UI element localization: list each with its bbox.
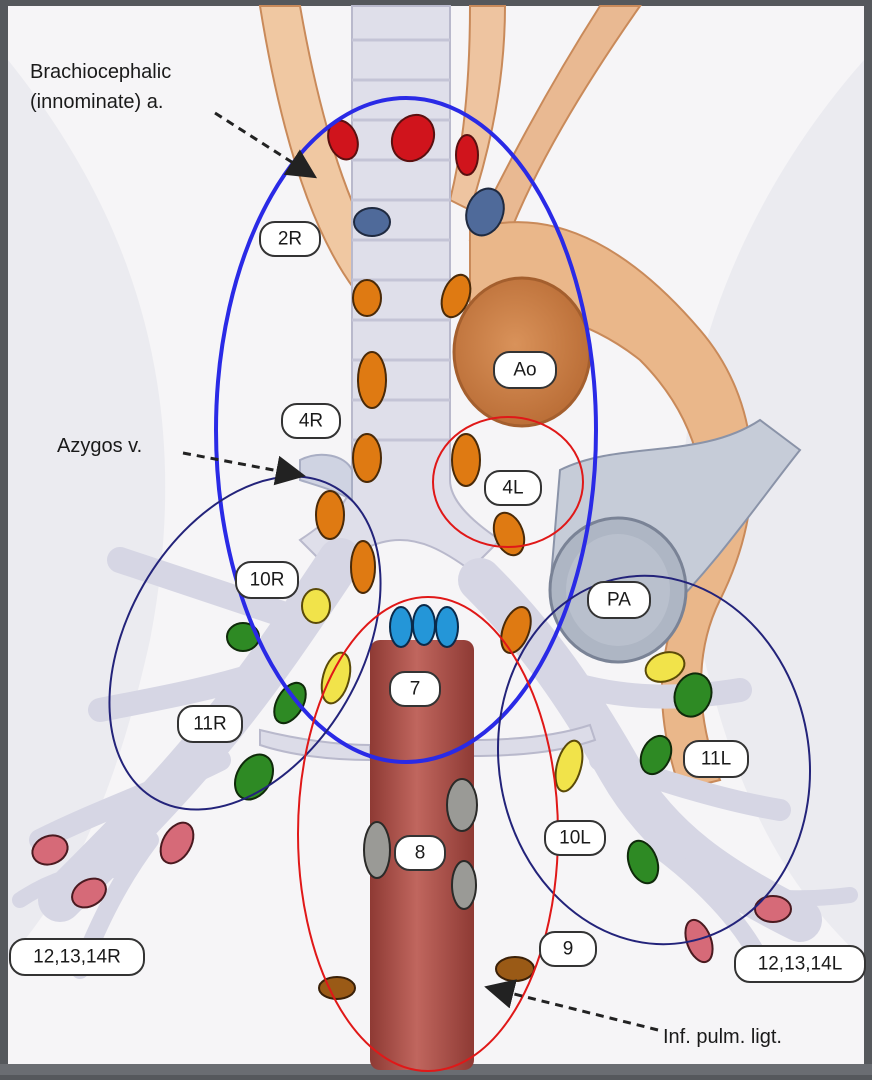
station-7-label: 7 (410, 679, 421, 700)
station-10L-label-group: 10L (545, 821, 605, 855)
station-4L-label-group: 4L (485, 471, 541, 505)
station-10R-label: 10R (250, 570, 285, 591)
station-4L-label: 4L (502, 478, 523, 499)
brachiocephalic-label-line2: (innominate) a. (30, 91, 163, 113)
station-12-14R-label-group: 12,13,14R (10, 939, 144, 975)
station-9-label-group: 9 (540, 932, 596, 966)
lymph-node (354, 208, 390, 236)
station-9-label: 9 (563, 939, 574, 960)
azygos-label: Azygos v. (57, 435, 142, 457)
station-8-label-group: 8 (395, 836, 445, 870)
pulmonary-artery-label: PA (607, 590, 631, 611)
lymph-node (351, 541, 375, 593)
station-8-label: 8 (415, 843, 426, 864)
station-10L-label: 10L (559, 828, 591, 849)
lymph-node (496, 957, 534, 981)
lymph-node (447, 779, 477, 831)
inf-pulm-ligt-label: Inf. pulm. ligt. (663, 1026, 782, 1048)
aorta-label-group: Ao (494, 352, 556, 388)
lymph-node (319, 977, 355, 999)
lymph-node (353, 434, 381, 482)
station-7-label-group: 7 (390, 672, 440, 706)
station-11R-label-group: 11R (178, 706, 242, 742)
nodes-cyan (390, 605, 458, 647)
aorta-label: Ao (513, 360, 536, 381)
station-12-14L-label-group: 12,13,14L (735, 946, 865, 982)
lymph-node (452, 434, 480, 486)
station-10R-label-group: 10R (236, 562, 298, 598)
lymph-node (353, 280, 381, 316)
lymph-node (316, 491, 344, 539)
station-11L-label-group: 11L (684, 741, 748, 777)
station-2R-label: 2R (278, 229, 302, 250)
lymph-node (413, 605, 435, 645)
lymph-node (755, 896, 791, 922)
lymph-node (390, 607, 412, 647)
pulmonary-artery-label-group: PA (588, 582, 650, 618)
lymph-node (436, 607, 458, 647)
lymph-node (452, 861, 476, 909)
station-12-14L-label: 12,13,14L (758, 954, 843, 975)
lymph-node (302, 589, 330, 623)
lymph-node (358, 352, 386, 408)
station-11L-label: 11L (701, 749, 731, 770)
station-11R-label: 11R (193, 714, 226, 735)
station-2R-label-group: 2R (260, 222, 320, 256)
station-12-14R-label: 12,13,14R (33, 947, 121, 968)
brachiocephalic-label-line1: Brachiocephalic (30, 61, 171, 83)
station-4R-label: 4R (299, 411, 323, 432)
lymph-node (364, 822, 390, 878)
lymph-node (456, 135, 478, 175)
station-4R-label-group: 4R (282, 404, 340, 438)
